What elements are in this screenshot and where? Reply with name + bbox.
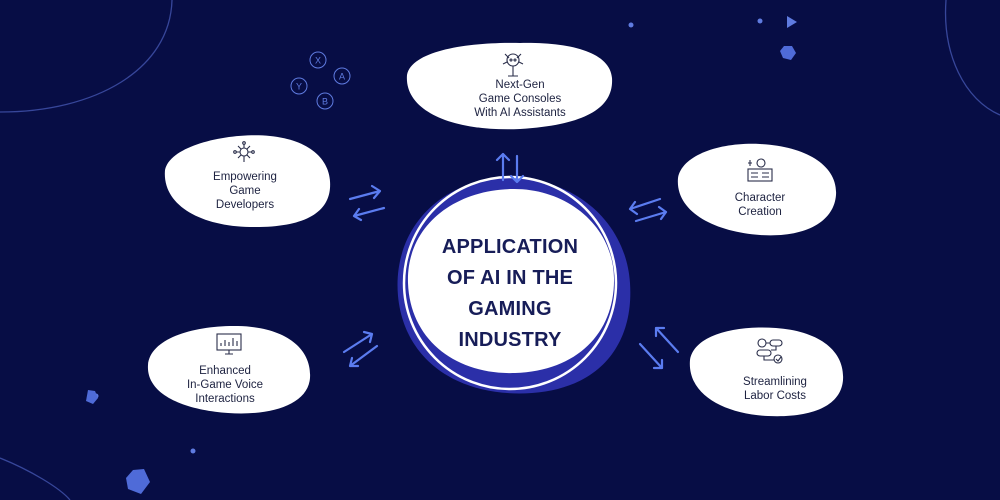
node-label-line: Empowering — [213, 171, 277, 183]
bubble-empowering — [164, 135, 331, 228]
decorative-curve-bottom — [0, 457, 71, 500]
arrow-pair-top — [495, 152, 525, 184]
center-title-line: OF AI IN THE — [446, 267, 574, 289]
node-label-line: Interactions — [195, 393, 255, 405]
decorative-cube — [780, 46, 796, 60]
decorative-dot — [628, 22, 634, 28]
controller-button-x: X — [315, 56, 321, 66]
monitor-chart-icon — [216, 333, 242, 355]
node-label-line: Developers — [215, 199, 275, 211]
arrow-pair-left-upper — [348, 184, 386, 222]
controller-button-a: A — [339, 72, 345, 82]
bubble-next-gen — [406, 42, 613, 130]
decorative-curve-left — [0, 0, 173, 113]
node-label-line: Character — [734, 192, 786, 204]
controller-button-b: B — [322, 97, 328, 107]
center-title: APPLICATION OF AI IN THE GAMING INDUSTRY — [410, 232, 610, 356]
center-title-line: INDUSTRY — [458, 329, 562, 351]
node-label-voice: Enhanced In-Game Voice Interactions — [165, 364, 285, 406]
decorative-dot — [190, 448, 196, 454]
node-label-next-gen: Next-Gen Game Consoles With AI Assistant… — [445, 78, 595, 120]
node-label-line: Game — [229, 185, 261, 197]
center-ring-outline — [402, 175, 618, 391]
node-label-line: In-Game Voice — [186, 379, 264, 391]
node-label-line: Labor Costs — [743, 390, 806, 402]
decorative-cube — [126, 469, 150, 494]
network-hand-icon — [233, 141, 255, 162]
bubble-voice — [147, 325, 311, 414]
character-blueprint-icon — [747, 158, 773, 182]
bubble-labor — [689, 327, 844, 417]
controller-buttons — [290, 51, 351, 110]
center-title-line: APPLICATION — [441, 236, 579, 258]
decorative-dot — [757, 18, 763, 24]
node-label-empowering: Empowering Game Developers — [185, 170, 305, 212]
center-title-line: GAMING — [468, 298, 552, 320]
connector-arrows — [342, 152, 680, 370]
node-label-line: Creation — [738, 206, 782, 218]
arrow-pair-left-lower — [342, 330, 379, 368]
center-circle — [407, 188, 615, 374]
node-label-line: Game Consoles — [478, 93, 562, 105]
decorative-cube — [86, 390, 98, 404]
node-label-line: Streamlining — [743, 376, 807, 388]
node-label-character: Character Creation — [700, 191, 820, 219]
play-triangle-icon — [787, 16, 797, 28]
arrow-pair-right-upper — [628, 197, 668, 223]
arrow-pair-right-lower — [638, 326, 680, 370]
node-label-line: With AI Assistants — [474, 107, 566, 119]
node-label-labor: Streamlining Labor Costs — [710, 375, 840, 403]
decorative-curve-right — [944, 0, 1000, 116]
workflow-gears-icon — [756, 338, 783, 364]
node-label-line: Next-Gen — [495, 79, 545, 91]
node-label-line: Enhanced — [199, 365, 251, 377]
robot-tree-icon — [502, 53, 524, 77]
controller-button-y: Y — [296, 82, 302, 92]
bubble-character — [677, 143, 837, 236]
